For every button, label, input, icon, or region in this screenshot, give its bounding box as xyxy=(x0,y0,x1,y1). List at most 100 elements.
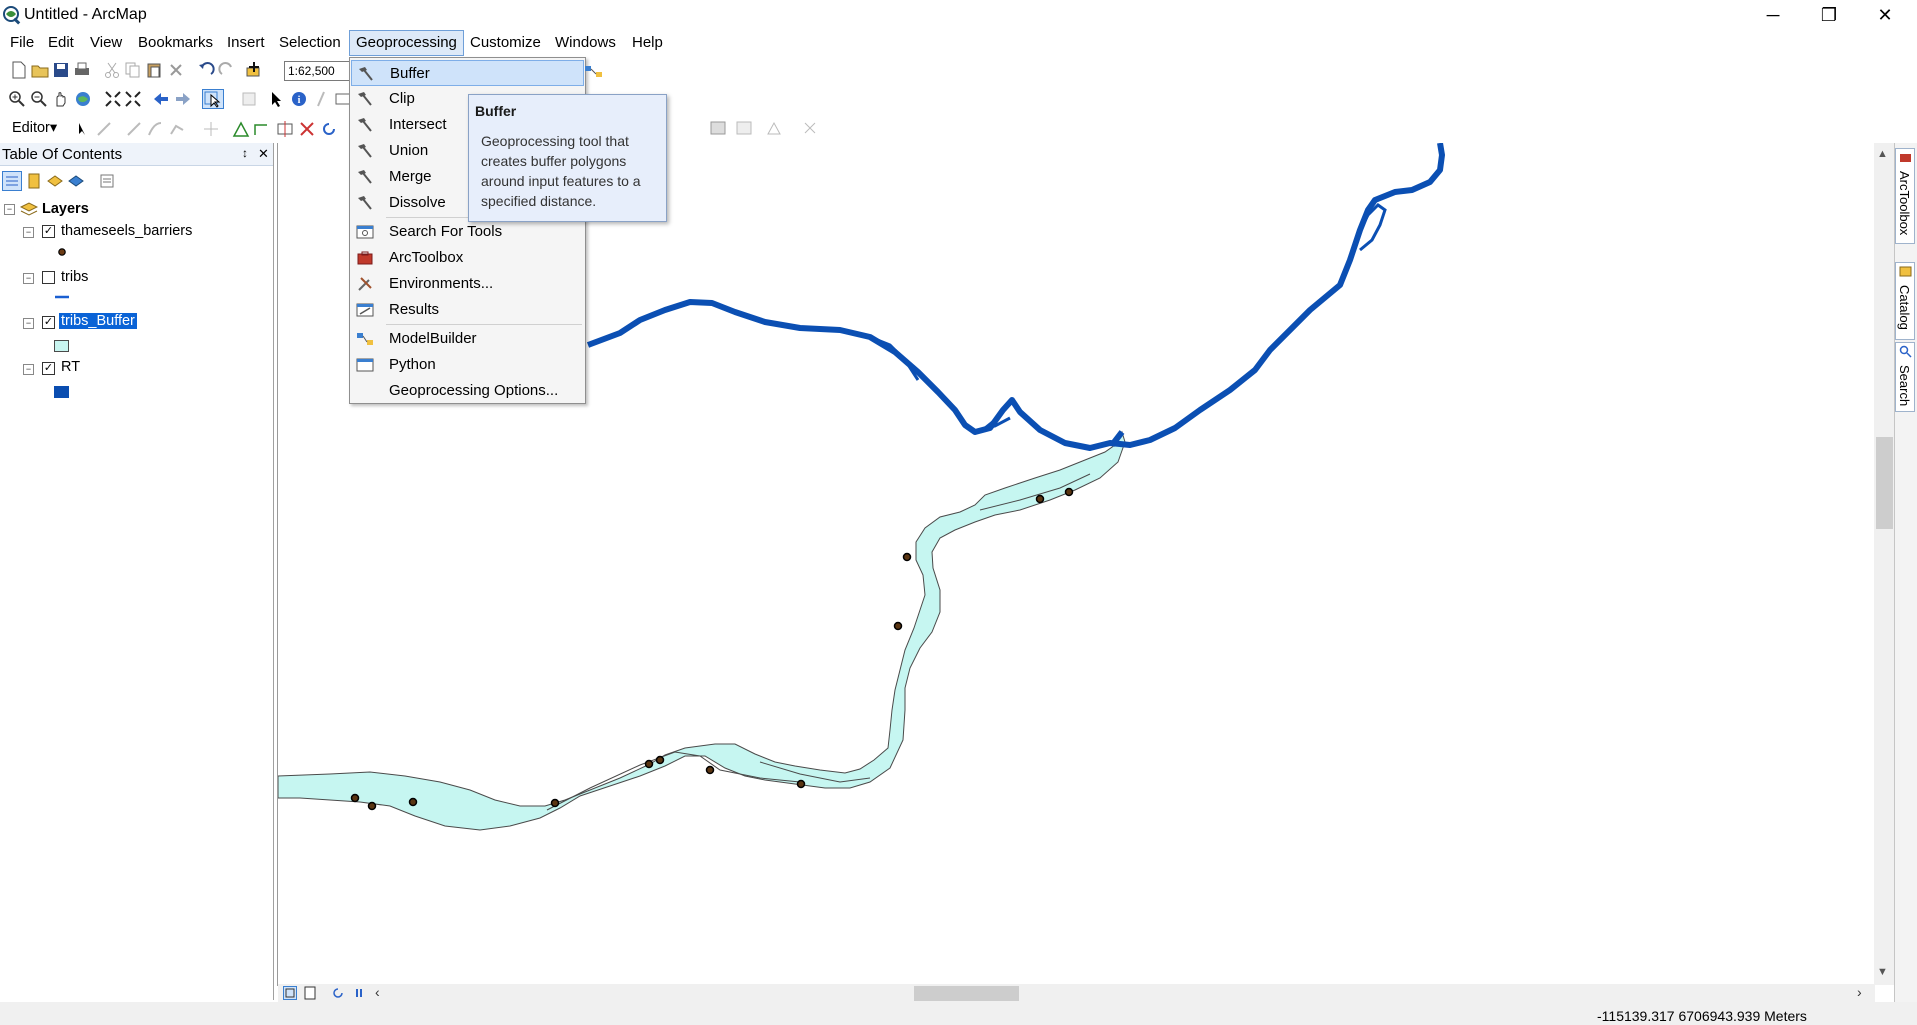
data-view-icon[interactable] xyxy=(283,986,297,1000)
menu-item-geoprocessing-options[interactable]: Geoprocessing Options... xyxy=(351,378,584,404)
scroll-down-icon[interactable]: ▼ xyxy=(1877,966,1888,978)
pan-icon[interactable] xyxy=(52,90,70,108)
layers-collapse-toggle[interactable]: − xyxy=(4,204,15,215)
modelbuilder-toolbar-icon[interactable] xyxy=(584,64,604,80)
menu-windows[interactable]: Windows xyxy=(555,34,616,51)
menu-bookmarks[interactable]: Bookmarks xyxy=(138,34,214,51)
scroll-left-icon[interactable]: ‹ xyxy=(375,984,380,1000)
list-by-selection-icon[interactable] xyxy=(67,172,85,190)
menu-customize[interactable]: Customize xyxy=(470,34,541,51)
layer-name-tribs[interactable]: tribs xyxy=(61,269,89,285)
vertical-scroll-thumb[interactable] xyxy=(1876,437,1893,529)
map-scale-input[interactable]: 1:62,500 xyxy=(284,61,351,81)
map-vertical-scrollbar[interactable] xyxy=(1874,143,1894,985)
fixed-zoom-in-icon[interactable] xyxy=(104,90,122,108)
horizontal-scroll-thumb[interactable] xyxy=(914,986,1019,1001)
menu-edit[interactable]: Edit xyxy=(48,34,74,51)
new-document-icon[interactable] xyxy=(10,61,28,79)
edit-tool-icon[interactable] xyxy=(74,120,92,138)
layout-view-icon[interactable] xyxy=(303,986,317,1000)
zoom-in-icon[interactable] xyxy=(8,90,26,108)
hyperlink-icon[interactable] xyxy=(312,90,330,108)
layer-visibility-checkbox[interactable]: ✓ xyxy=(42,362,55,375)
straight-segment-icon[interactable] xyxy=(125,120,143,138)
point-tool-icon[interactable] xyxy=(202,120,220,138)
delete-icon[interactable] xyxy=(167,61,185,79)
list-by-drawing-order-icon[interactable] xyxy=(2,171,22,191)
print-icon[interactable] xyxy=(73,61,91,79)
menu-help[interactable]: Help xyxy=(632,34,663,51)
sketch-properties-icon[interactable] xyxy=(736,120,752,136)
menu-item-arctoolbox[interactable]: ArcToolbox xyxy=(351,245,584,271)
back-extent-icon[interactable] xyxy=(152,90,170,108)
minimize-button[interactable]: ─ xyxy=(1750,0,1796,30)
clear-selection-icon[interactable] xyxy=(240,90,258,108)
search-dock-tab[interactable]: Search xyxy=(1895,342,1915,412)
menu-insert[interactable]: Insert xyxy=(227,34,265,51)
selected-layer-highlight[interactable]: tribs_Buffer xyxy=(59,313,137,329)
forward-extent-icon[interactable] xyxy=(174,90,192,108)
edit-annotation-icon[interactable] xyxy=(95,120,113,138)
menu-item-modelbuilder[interactable]: ModelBuilder xyxy=(351,326,584,352)
pin-icon[interactable]: ↕ xyxy=(242,146,248,160)
polygon-symbol-swatch-buffer[interactable] xyxy=(54,340,69,352)
restore-button[interactable]: ❐ xyxy=(1806,0,1852,30)
layer-visibility-checkbox[interactable]: ✓ xyxy=(42,316,55,329)
toc-close-icon[interactable]: ✕ xyxy=(258,146,269,161)
refresh-view-icon[interactable] xyxy=(331,986,345,1000)
editor-menu-button[interactable]: Editor▾ xyxy=(12,120,58,136)
menu-file[interactable]: File xyxy=(10,34,35,51)
layer-expand-toggle[interactable]: − xyxy=(23,273,34,284)
paste-icon[interactable] xyxy=(145,61,163,79)
layer-expand-toggle[interactable]: − xyxy=(23,364,34,375)
polygon-symbol-swatch-rt[interactable] xyxy=(54,386,69,398)
menu-item-python[interactable]: Python xyxy=(351,352,584,378)
pause-drawing-icon[interactable] xyxy=(352,986,366,1000)
menu-item-buffer[interactable]: Buffer xyxy=(351,60,584,86)
copy-icon[interactable] xyxy=(124,61,142,79)
split-tool-icon[interactable] xyxy=(298,120,316,138)
editor-options-icon[interactable] xyxy=(802,120,818,136)
undo-icon[interactable] xyxy=(197,61,215,79)
open-folder-icon[interactable] xyxy=(31,61,49,79)
layer-expand-toggle[interactable]: − xyxy=(23,318,34,329)
reshape-feature-icon[interactable] xyxy=(252,120,270,138)
select-elements-icon[interactable] xyxy=(268,90,286,108)
edit-vertices-icon[interactable] xyxy=(232,120,250,138)
arctoolbox-dock-tab[interactable]: ArcToolbox xyxy=(1895,148,1915,244)
menu-item-intersect[interactable]: Intersect xyxy=(351,112,584,138)
point-symbol-swatch[interactable] xyxy=(57,247,67,257)
rotate-tool-icon[interactable] xyxy=(320,120,338,138)
add-data-icon[interactable] xyxy=(245,61,263,79)
zoom-out-icon[interactable] xyxy=(30,90,48,108)
list-by-visibility-icon[interactable] xyxy=(46,172,64,190)
trace-icon[interactable] xyxy=(168,120,186,138)
select-features-icon[interactable] xyxy=(202,89,224,109)
map-horizontal-scrollbar[interactable] xyxy=(278,984,1875,1002)
list-by-source-icon[interactable] xyxy=(25,172,43,190)
fixed-zoom-out-icon[interactable] xyxy=(124,90,142,108)
layer-visibility-checkbox[interactable]: ✓ xyxy=(42,225,55,238)
menu-view[interactable]: View xyxy=(90,34,123,51)
menu-item-results[interactable]: Results xyxy=(351,297,584,323)
attributes-icon[interactable] xyxy=(710,120,726,136)
scroll-right-icon[interactable]: › xyxy=(1857,984,1862,1000)
catalog-dock-tab[interactable]: Catalog xyxy=(1895,262,1915,340)
layer-name-rt[interactable]: RT xyxy=(61,359,81,375)
menu-selection[interactable]: Selection xyxy=(279,34,341,51)
cut-icon[interactable] xyxy=(103,61,121,79)
menu-item-merge[interactable]: Merge xyxy=(351,164,584,190)
layer-expand-toggle[interactable]: − xyxy=(23,227,34,238)
menu-item-search-for-tools[interactable]: Search For Tools xyxy=(351,219,584,245)
layer-visibility-checkbox[interactable] xyxy=(42,271,55,284)
menu-item-dissolve[interactable]: Dissolve xyxy=(351,190,584,216)
menu-item-clip[interactable]: Clip xyxy=(351,86,584,112)
menu-geoprocessing[interactable]: Geoprocessing xyxy=(349,30,464,56)
cut-polygons-icon[interactable] xyxy=(276,120,294,138)
save-icon[interactable] xyxy=(52,61,70,79)
menu-item-union[interactable]: Union xyxy=(351,138,584,164)
layer-name-thameseels-barriers[interactable]: thameseels_barriers xyxy=(61,223,193,239)
full-extent-icon[interactable] xyxy=(74,90,92,108)
identify-icon[interactable]: i xyxy=(290,90,308,108)
scroll-up-icon[interactable]: ▲ xyxy=(1877,148,1888,160)
